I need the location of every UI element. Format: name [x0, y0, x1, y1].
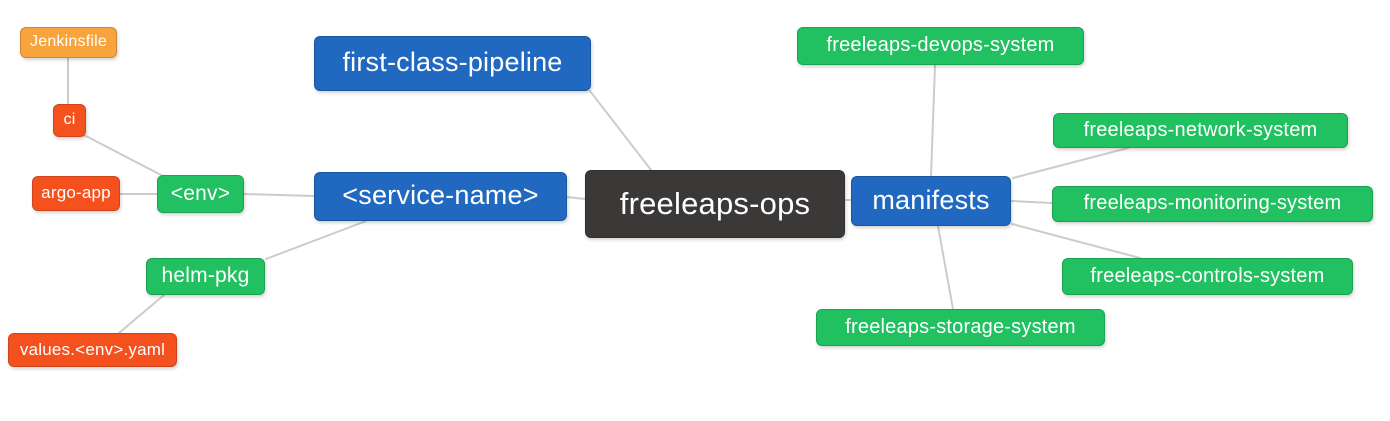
node-ci[interactable]: ci — [53, 104, 86, 137]
node-first-class-pipeline[interactable]: first-class-pipeline — [314, 36, 591, 91]
node-label: freeleaps-network-system — [1083, 118, 1318, 141]
node-helm-pkg[interactable]: helm-pkg — [146, 258, 265, 295]
node-label: ci — [63, 110, 76, 128]
node-freeleaps-network-system[interactable]: freeleaps-network-system — [1053, 113, 1348, 148]
node-freeleaps-controls-system[interactable]: freeleaps-controls-system — [1062, 258, 1353, 295]
edge-helm-pkg--service-name — [265, 220, 367, 260]
node-values-env-yaml[interactable]: values.<env>.yaml — [8, 333, 177, 367]
node-label: freeleaps-ops — [619, 185, 811, 221]
node-freeleaps-ops[interactable]: freeleaps-ops — [585, 170, 845, 238]
node-freeleaps-monitoring-system[interactable]: freeleaps-monitoring-system — [1052, 186, 1373, 222]
node-freeleaps-storage-system[interactable]: freeleaps-storage-system — [816, 309, 1105, 346]
node-argo-app[interactable]: argo-app — [32, 176, 120, 211]
edge-manifests--freeleaps-devops-system — [930, 64, 936, 177]
node-freeleaps-devops-system[interactable]: freeleaps-devops-system — [797, 27, 1084, 65]
node-label: <env> — [170, 181, 231, 205]
node-manifests[interactable]: manifests — [851, 176, 1011, 226]
node-env[interactable]: <env> — [157, 175, 244, 213]
node-label: first-class-pipeline — [342, 47, 563, 77]
node-label: helm-pkg — [161, 264, 250, 287]
edge-manifests--freeleaps-network-system — [1012, 147, 1129, 179]
edge-first-class-pipeline--freeleaps-ops — [589, 90, 652, 171]
node-label: freeleaps-monitoring-system — [1083, 192, 1342, 214]
node-label: manifests — [872, 184, 990, 215]
edge-ci--env — [83, 134, 164, 177]
node-label: freeleaps-controls-system — [1090, 264, 1325, 287]
edge-manifests--freeleaps-storage-system — [937, 225, 954, 310]
edge-helm-pkg--values-env-yaml — [118, 294, 165, 334]
node-label: freeleaps-storage-system — [845, 315, 1076, 338]
edge-manifests--freeleaps-monitoring-system — [1010, 200, 1053, 204]
node-jenkinsfile[interactable]: Jenkinsfile — [20, 27, 117, 58]
edge-service-name--freeleaps-ops — [566, 196, 586, 200]
node-label: values.<env>.yaml — [19, 339, 166, 359]
node-label: Jenkinsfile — [30, 32, 107, 50]
node-label: argo-app — [41, 183, 111, 202]
edge-env--service-name — [243, 193, 315, 197]
node-label: <service-name> — [342, 180, 539, 210]
edge-manifests--freeleaps-controls-system — [1011, 223, 1141, 259]
node-label: freeleaps-devops-system — [826, 34, 1055, 56]
node-service-name[interactable]: <service-name> — [314, 172, 567, 221]
